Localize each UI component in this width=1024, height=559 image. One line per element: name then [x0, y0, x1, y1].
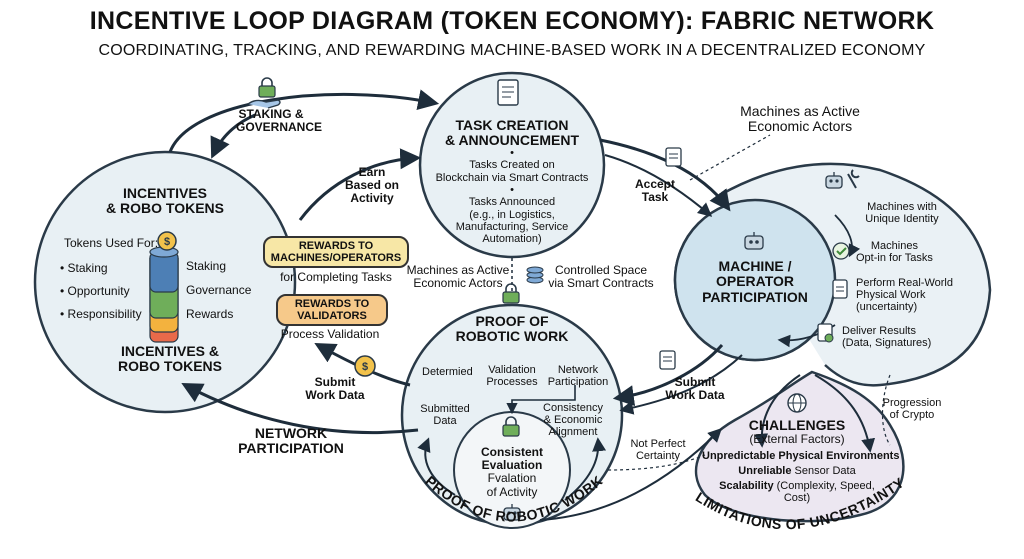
svg-text:$: $ — [362, 361, 368, 373]
hand-icon — [247, 99, 281, 109]
proof-consistency: Consistency & Economic Alignment — [543, 402, 603, 439]
token-use-opportunity: • Opportunity — [60, 284, 130, 298]
coin-stack-icon — [526, 266, 544, 284]
clipboard-icon — [832, 279, 848, 299]
task-title: TASK CREATION & ANNOUNCEMENT — [444, 117, 580, 149]
machine-title: MACHINE / OPERATOR PARTICIPATION — [702, 258, 808, 305]
machines-actors-mid-label: Machines as Active Economic Actors — [406, 263, 510, 291]
not-perfect-label: Not Perfect Certainty — [630, 438, 686, 463]
machine-item-identity: Machines with Unique Identity — [865, 201, 939, 226]
lock-icon — [258, 77, 276, 98]
document-icon — [497, 79, 519, 106]
stack-label-staking: Staking — [186, 259, 227, 273]
stack-label-governance: Governance — [186, 283, 252, 297]
svg-text:$: $ — [164, 236, 170, 248]
document-icon — [665, 147, 682, 167]
accept-task-label: Accept Task — [634, 177, 675, 205]
proof-title: PROOF OF ROBOTIC WORK — [455, 313, 569, 345]
proof-validation: Validation Processes — [486, 364, 538, 389]
rewards-validators-pill: REWARDS TO VALIDATORS — [276, 294, 388, 327]
challenges-blob — [694, 370, 905, 523]
staking-governance-label: STAKING & GOVERNANCE — [236, 107, 323, 135]
proof-submitted: Submitted Data — [420, 403, 470, 428]
rewards-machines-note: for Completing Tasks — [280, 270, 392, 284]
lock-icon — [502, 416, 520, 437]
lock-icon — [502, 283, 520, 304]
document-icon — [659, 350, 676, 370]
proof-network: Network Participation — [547, 364, 609, 389]
rewards-validators-note: Process Validation — [280, 327, 380, 341]
stack-label-rewards: Rewards — [186, 307, 234, 321]
coin-icon — [157, 231, 177, 251]
rewards-machines-pill: REWARDS TO MACHINES/OPERATORS — [263, 236, 409, 269]
coin-icon — [354, 355, 376, 377]
incentives-title: INCENTIVES & ROBO TOKENS — [106, 185, 224, 217]
document-icon — [817, 323, 834, 343]
robot-icon — [744, 232, 764, 250]
proof-determined: Determied — [422, 366, 473, 378]
page-subtitle: COORDINATING, TRACKING, AND REWARDING MA… — [98, 42, 926, 59]
task-details: • Tasks Created on Blockchain via Smart … — [435, 147, 589, 246]
machine-item-deliver: Deliver Results (Data, Signatures) — [842, 325, 932, 350]
machine-item-optin: Machines Opt-in for Tasks — [856, 240, 933, 265]
controlled-space-label: Controlled Space via Smart Contracts — [548, 263, 654, 291]
robot-icon — [825, 172, 843, 189]
globe-icon — [787, 393, 807, 413]
evaluation-text: Consistent Evaluation Fvalation of Activ… — [480, 445, 543, 499]
submit-right-label: Submit Work Data — [665, 375, 725, 403]
checkmark-icon — [832, 242, 850, 260]
tokens-used-label: Tokens Used For: — [64, 236, 159, 250]
machine-item-perform: Perform Real-World Physical Work (uncert… — [856, 277, 953, 314]
earn-label: Earn Based on Activity — [344, 165, 399, 206]
network-participation-label: NETWORK PARTICIPATION — [238, 425, 344, 457]
incentives-bottom-title: INCENTIVES & ROBO TOKENS — [118, 343, 222, 375]
token-use-responsibility: • Responsibility — [60, 307, 142, 321]
token-use-staking: • Staking — [60, 261, 108, 275]
challenges-box: CHALLENGES (External Factors) Unpredicta… — [702, 417, 900, 504]
page-title: INCENTIVE LOOP DIAGRAM (TOKEN ECONOMY): … — [89, 7, 935, 35]
machines-actors-top-label: Machines as Active Economic Actors — [740, 103, 860, 135]
progression-label: Progression of Crypto — [882, 397, 942, 422]
robot-icon — [503, 504, 521, 521]
token-stack — [149, 246, 179, 343]
wrench-icon — [847, 169, 860, 189]
submit-left-label: Submit Work Data — [305, 375, 365, 403]
